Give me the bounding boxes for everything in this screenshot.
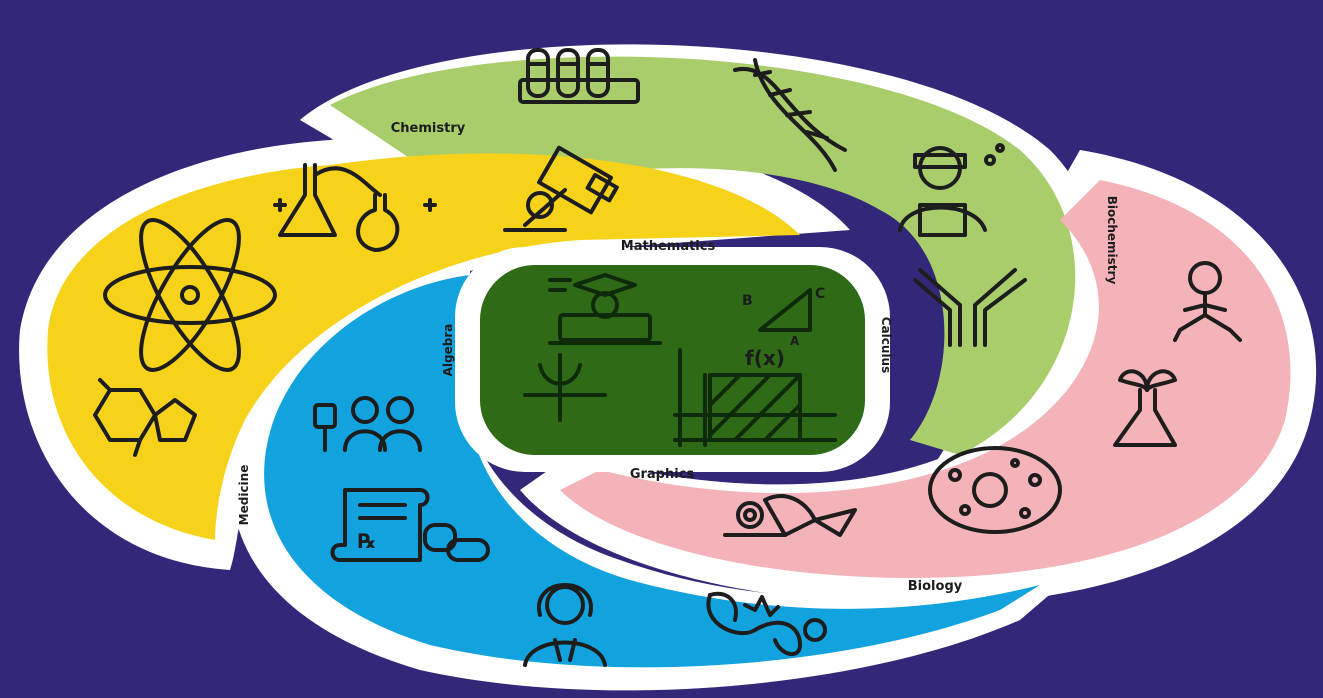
prescription-pills-icon: ℞ — [330, 488, 490, 562]
label-biochemistry: Biochemistry — [1105, 196, 1119, 285]
dna-icon — [733, 58, 847, 172]
svg-text:B: B — [742, 293, 753, 309]
label-medicine: Medicine — [237, 465, 251, 526]
svg-text:℞: ℞ — [358, 529, 376, 553]
doctor-icon — [523, 583, 607, 667]
label-graphics: Graphics — [630, 467, 695, 482]
svg-text:C: C — [815, 286, 825, 302]
label-calculus: Calculus — [879, 317, 893, 373]
stethoscope-icon — [706, 591, 827, 656]
fx-label: f(x) — [745, 346, 785, 370]
svg-text:A: A — [790, 334, 800, 348]
label-mathematics: Mathematics — [621, 239, 716, 254]
label-biology: Biology — [908, 579, 963, 594]
label-chemistry: Chemistry — [391, 121, 466, 136]
integral-plot-icon: f(x) — [673, 346, 837, 447]
lab-flasks-icon — [273, 163, 437, 252]
molecule-icon — [93, 378, 197, 457]
triangle-icon: B C A — [742, 286, 825, 348]
cell-icon — [928, 446, 1062, 534]
pink-ring-band — [560, 180, 1291, 579]
plant-flask-icon — [1113, 369, 1177, 447]
scientist-icon — [898, 143, 1005, 237]
labels: Chemistry Mathematics Graphics Biology B… — [237, 121, 1119, 594]
graph-icon — [523, 353, 607, 422]
graduate-laptop-icon — [548, 273, 662, 345]
antibody-icon — [913, 268, 1027, 347]
biologist-icon — [723, 494, 857, 537]
iv-drip-patients-icon — [313, 396, 422, 452]
atom-icon — [103, 218, 277, 372]
label-algebra: Algebra — [441, 324, 455, 377]
bacteriophage-icon — [1173, 261, 1242, 342]
yellow-ring-band — [47, 153, 800, 540]
microscope-icon — [503, 145, 619, 232]
test-tubes-icon — [518, 48, 640, 104]
